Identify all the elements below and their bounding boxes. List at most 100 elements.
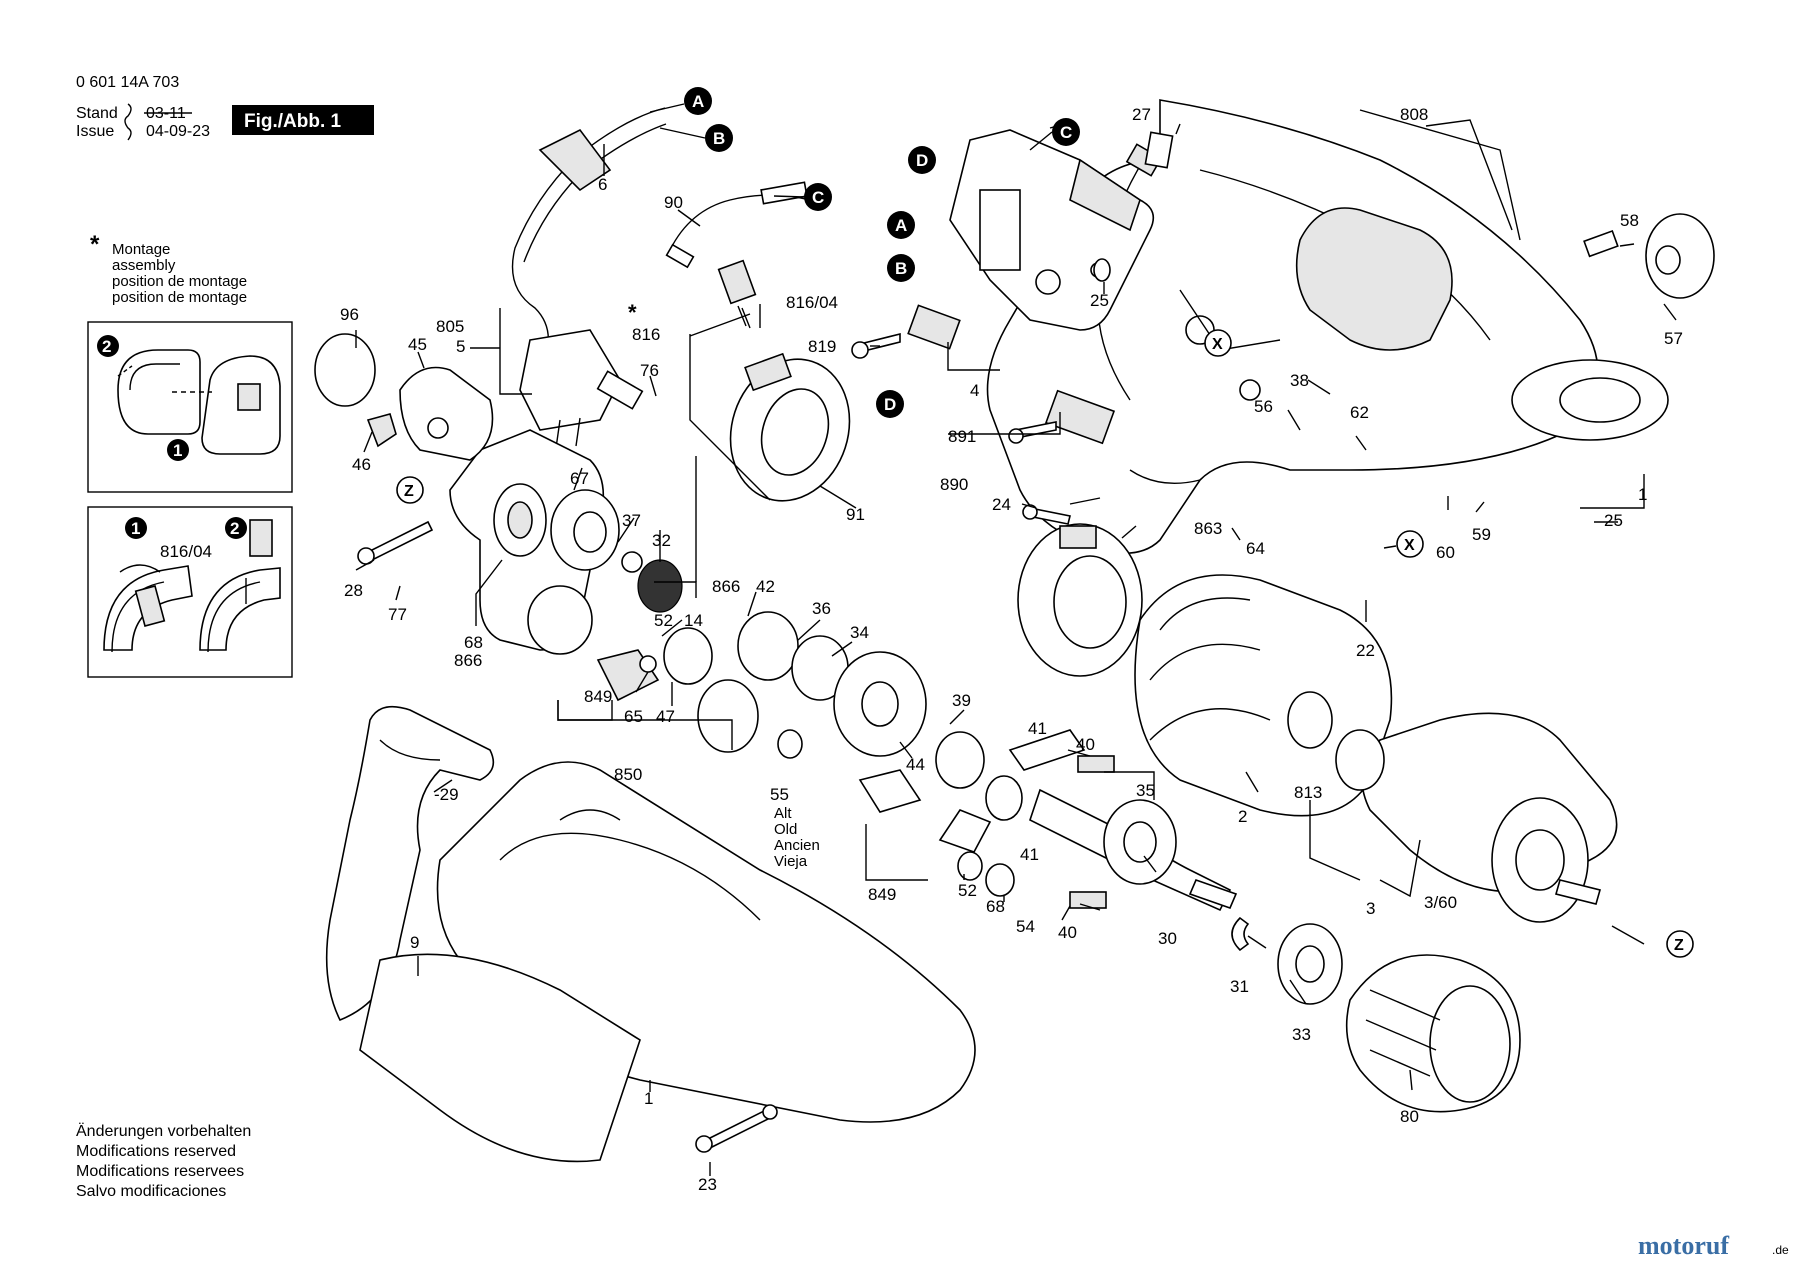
label-30: 30 (1158, 929, 1177, 948)
connector-x-badge-2 (1396, 530, 1424, 558)
label-34: 34 (850, 623, 869, 642)
connector-z-label-2: Z (1674, 937, 1684, 954)
connector-d-label-2: D (884, 395, 896, 414)
connector-z-label-1: Z (404, 483, 414, 500)
footer-line-3: Modifications reservees (76, 1163, 244, 1180)
connector-d-badge-1 (908, 146, 936, 174)
connector-c-label-2: C (1060, 123, 1072, 142)
connector-a-badge-1 (684, 87, 712, 115)
label-44: 44 (906, 755, 925, 774)
leader-lines (355, 103, 1677, 1176)
legend-star: * (90, 231, 100, 258)
connector-z-badge-1 (396, 476, 424, 504)
figure-label-box (232, 105, 374, 135)
label-816: 816 (632, 325, 660, 344)
label-3-60: 3/60 (1424, 893, 1457, 912)
label-808: 808 (1400, 105, 1428, 124)
label-41-b: 41 (1020, 845, 1039, 864)
label-80: 80 (1400, 1107, 1419, 1126)
label-90: 90 (664, 193, 683, 212)
label-68-b: 68 (986, 897, 1005, 916)
inset2-step-2-badge (225, 517, 247, 539)
label-24: 24 (992, 495, 1011, 514)
connector-c-label-1: C (812, 188, 824, 207)
label-805: 805 (436, 317, 464, 336)
label-866-b: 866 (712, 577, 740, 596)
label-40-a: 40 (1076, 735, 1095, 754)
connector-d-label-1: D (916, 151, 928, 170)
label-819: 819 (808, 337, 836, 356)
label-68: 68 (464, 633, 483, 652)
label-25-b: 25 (1604, 511, 1623, 530)
alt-note-3: Ancien (774, 837, 820, 854)
drive-shaft (1029, 788, 1238, 912)
connector-z-badge-2 (1666, 930, 1694, 958)
label-866-a: 866 (454, 651, 482, 670)
label-62: 62 (1350, 403, 1369, 422)
label-41-a: 41 (1028, 719, 1047, 738)
armature (1335, 712, 1618, 923)
label-813: 813 (1294, 783, 1322, 802)
label-23: 23 (698, 1175, 717, 1194)
label-58: 58 (1620, 211, 1639, 230)
connector-a-badge-2 (887, 211, 915, 239)
label-850: 850 (614, 765, 642, 784)
label-14: 14 (684, 611, 703, 630)
label-64: 64 (1246, 539, 1265, 558)
label-57: 57 (1664, 329, 1683, 348)
label-38: 38 (1290, 371, 1309, 390)
motor-holder-ring (1017, 523, 1143, 677)
label-29: -29 (434, 785, 459, 804)
watermark-suffix: .de (1772, 1243, 1789, 1257)
label-27: 27 (1132, 105, 1151, 124)
header-brace (124, 103, 132, 141)
label-45: 45 (408, 335, 427, 354)
label-52-b: 52 (958, 881, 977, 900)
footer-line-4: Salvo modificaciones (76, 1183, 226, 1200)
connector-b-badge-1 (705, 124, 733, 152)
label-849-b: 849 (868, 885, 896, 904)
label-96: 96 (340, 305, 359, 324)
handle-29 (325, 705, 495, 1022)
label-1: 1 (1638, 485, 1647, 504)
brush-holder (717, 259, 851, 502)
label-60: 60 (1436, 543, 1455, 562)
screws (357, 229, 1619, 1153)
part-labels: 6 90 805 5 96 45 46 76 * 816 816/04 819 … (340, 105, 1683, 1194)
label-890: 890 (940, 475, 968, 494)
inset2-step-2-label: 2 (230, 519, 239, 538)
label-22: 22 (1356, 641, 1375, 660)
label-65: 65 (624, 707, 643, 726)
label-3: 3 (1366, 899, 1375, 918)
footer-line-2: Modifications reserved (76, 1143, 236, 1160)
label-891: 891 (948, 427, 976, 446)
cable-clamp (1044, 389, 1116, 445)
cable-90 (665, 181, 811, 269)
issue-label: Issue (76, 123, 114, 140)
connector-b-label-1: B (713, 129, 725, 148)
gear-parts (314, 333, 1115, 909)
label-31: 31 (1230, 977, 1249, 996)
label-5: 5 (456, 337, 465, 356)
label-40-b: 40 (1058, 923, 1077, 942)
footer-line-1: Änderungen vorbehalten (76, 1122, 251, 1140)
label-849-a: 849 (584, 687, 612, 706)
label-37: 37 (622, 511, 641, 530)
label-77: 77 (388, 605, 407, 624)
label-47: 47 (656, 707, 675, 726)
alt-note-1: Alt (774, 805, 792, 822)
connector-c-badge-1 (804, 183, 832, 211)
inset2-step-1-label: 1 (131, 519, 140, 538)
label-28: 28 (344, 581, 363, 600)
label-55: 55 (770, 785, 789, 804)
inset-assembly-2: 1 2 816/04 (87, 506, 293, 678)
capacitor-27 (1144, 131, 1174, 169)
legend-line-2: assembly (112, 257, 176, 274)
legend-line-4: position de montage (112, 289, 247, 306)
label-67: 67 (570, 469, 589, 488)
inset2-step-1-badge (125, 517, 147, 539)
inset1-step-1-label: 1 (173, 441, 182, 460)
connector-x-label-1: X (1212, 336, 1223, 353)
label-2: 2 (1238, 807, 1247, 826)
